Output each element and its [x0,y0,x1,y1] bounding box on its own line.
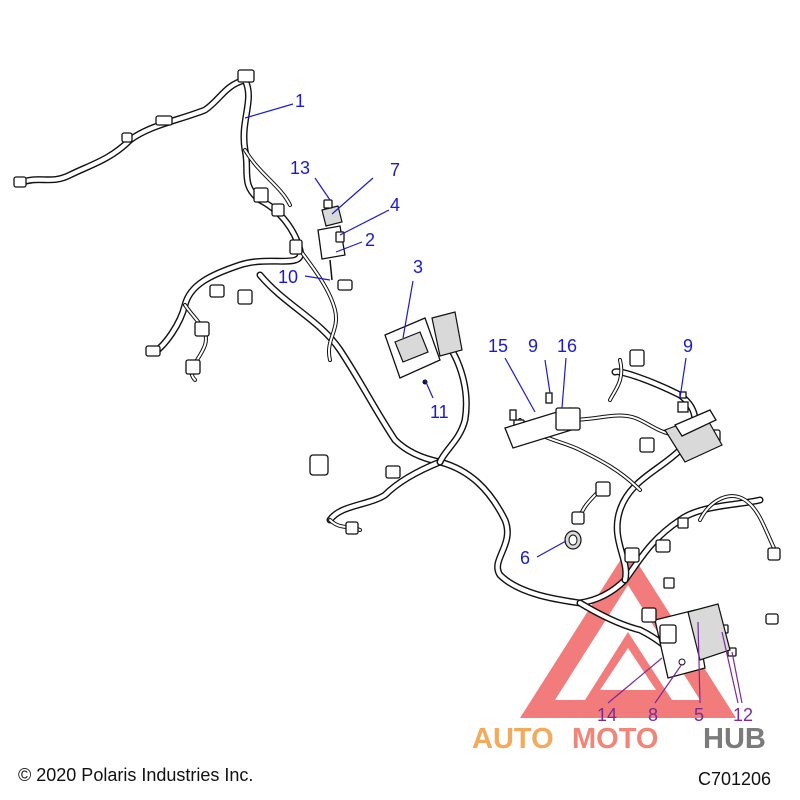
watermark-hub: HUB [703,723,766,755]
fuse-box [664,391,723,463]
callout-4: 4 [390,195,400,215]
callout-8: 8 [648,705,658,725]
bracket-plate [504,392,581,449]
watermark-auto: AUTO [472,723,554,755]
watermark-logo: AUTO MOTO HUB [472,723,766,755]
leader-lines [244,103,743,704]
callout-14: 14 [597,705,617,725]
ecu-module [384,311,463,385]
copyright-text: © 2020 Polaris Industries Inc. [18,765,254,785]
callout-10: 10 [278,267,298,287]
callout-15: 15 [488,336,508,356]
callout-7: 7 [390,160,400,180]
callout-1: 1 [295,91,305,111]
relay-bracket-assembly [317,199,346,281]
callout-9b: 9 [683,336,693,356]
watermark-moto: MOTO [572,723,658,755]
grommet [564,530,582,550]
callout-9a: 9 [528,336,538,356]
callout-6: 6 [520,548,530,568]
callout-12: 12 [733,705,753,725]
callout-16: 16 [557,336,577,356]
callout-labels: 1 13 7 4 2 10 3 11 15 9 16 9 6 14 8 5 12 [278,91,753,725]
callout-2: 2 [365,230,375,250]
drawing-number: C701206 [698,769,772,789]
callout-5: 5 [694,705,704,725]
callout-3: 3 [413,257,423,277]
callout-13: 13 [290,158,310,178]
callout-11: 11 [430,402,449,422]
watermark-triangle [520,548,736,718]
regulator-assembly [641,603,731,679]
